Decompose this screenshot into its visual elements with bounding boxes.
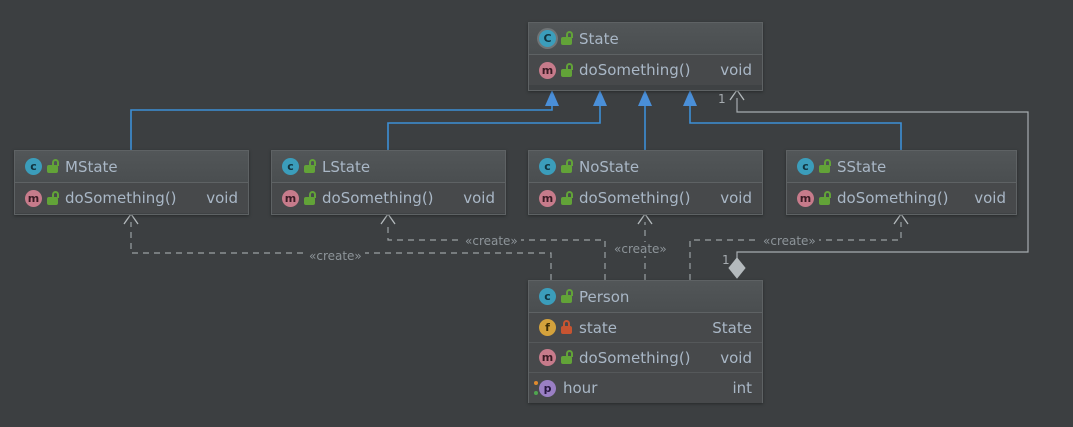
member-name: doSomething() <box>837 189 949 207</box>
unlock-icon <box>304 190 316 205</box>
lock-icon <box>561 320 572 334</box>
arrowhead-mstate <box>545 90 559 106</box>
unlock-icon <box>561 350 573 364</box>
uml-class-state[interactable]: C State m doSomething() void <box>528 22 763 91</box>
dependency-arrowheads <box>123 212 909 225</box>
class-icon: c <box>797 158 814 175</box>
unlock-icon <box>561 190 573 205</box>
aggregation-diamond <box>728 257 746 279</box>
member-name: doSomething() <box>322 189 434 207</box>
class-icon: c <box>25 158 42 175</box>
edge-mstate-state <box>130 96 553 150</box>
class-header-person[interactable]: c Person <box>529 281 762 313</box>
unlock-icon <box>561 62 573 77</box>
class-member-row[interactable]: m doSomething() void <box>529 55 762 85</box>
class-icon: c <box>282 158 299 175</box>
interface-icon: C <box>539 30 556 47</box>
multiplicity-label-state-end: 1 <box>718 92 726 106</box>
class-member-row[interactable]: m doSomething() void <box>529 343 762 373</box>
edge-label-create-lstate: «create» <box>462 234 521 248</box>
method-icon: m <box>25 189 42 207</box>
uml-class-mstate[interactable]: c MState m doSomething() void <box>14 150 249 215</box>
member-type: void <box>974 189 1006 207</box>
unlock-icon <box>819 190 831 205</box>
class-name: SState <box>837 157 887 176</box>
unlock-icon <box>47 159 59 173</box>
uml-class-sstate[interactable]: c SState m doSomething() void <box>786 150 1017 215</box>
edge-label-create-mstate: «create» <box>306 249 365 263</box>
class-name: State <box>579 29 619 48</box>
member-name: doSomething() <box>579 61 691 79</box>
arrowhead-create-mstate <box>123 212 139 225</box>
class-member-row[interactable]: m doSomething() void <box>787 183 1016 213</box>
unlock-icon <box>561 289 573 303</box>
multiplicity-label-person-end: 1 <box>722 253 730 267</box>
class-member-row[interactable]: m doSomething() void <box>272 183 505 213</box>
arrowhead-lstate <box>593 90 607 106</box>
dependency-edges <box>130 222 902 280</box>
edge-label-create-nostate: «create» <box>611 242 670 256</box>
member-name: state <box>579 318 617 337</box>
arrowhead-create-lstate <box>380 212 396 225</box>
class-name: LState <box>322 157 371 176</box>
uml-class-lstate[interactable]: c LState m doSomething() void <box>271 150 506 215</box>
class-member-row[interactable]: m doSomething() void <box>529 183 762 213</box>
arrowhead-sstate <box>683 90 697 106</box>
class-icon: c <box>539 158 556 175</box>
member-type: void <box>720 189 752 207</box>
member-type: void <box>463 189 495 207</box>
property-icon: p <box>539 379 556 397</box>
arrowhead-nostate <box>638 90 652 106</box>
inheritance-arrowheads <box>545 90 697 106</box>
unlock-icon <box>47 190 59 205</box>
member-name: doSomething() <box>579 189 691 207</box>
unlock-icon <box>561 31 573 45</box>
class-member-row[interactable]: f state State <box>529 313 762 343</box>
unlock-icon <box>819 159 831 173</box>
unlock-icon <box>561 159 573 173</box>
member-name: doSomething() <box>579 348 691 367</box>
member-name: doSomething() <box>65 189 177 207</box>
method-icon: m <box>539 61 556 79</box>
class-header-mstate[interactable]: c MState <box>15 151 248 183</box>
class-header-state[interactable]: C State <box>529 23 762 55</box>
member-name: hour <box>563 379 598 397</box>
class-member-row[interactable]: m doSomething() void <box>15 183 248 213</box>
class-header-lstate[interactable]: c LState <box>272 151 505 183</box>
arrowhead-create-sstate <box>893 212 909 225</box>
class-icon: c <box>539 288 556 305</box>
arrowhead-has-state <box>729 88 745 101</box>
method-icon: m <box>797 189 814 207</box>
member-type: int <box>732 379 752 397</box>
edge-lstate-state <box>387 96 601 150</box>
method-icon: m <box>539 189 556 207</box>
arrowhead-create-nostate <box>637 212 653 225</box>
edge-label-create-sstate: «create» <box>760 234 819 248</box>
edge-person-creates-lstate <box>387 222 606 280</box>
class-header-nostate[interactable]: c NoState <box>529 151 762 183</box>
class-name: NoState <box>579 157 640 176</box>
member-type: State <box>712 318 752 337</box>
class-header-sstate[interactable]: c SState <box>787 151 1016 183</box>
class-name: Person <box>579 287 630 306</box>
uml-class-nostate[interactable]: c NoState m doSomething() void <box>528 150 763 215</box>
unlock-icon <box>304 159 316 173</box>
field-icon: f <box>539 319 556 336</box>
class-name: MState <box>65 157 118 176</box>
member-type: void <box>720 348 752 367</box>
member-type: void <box>720 61 752 79</box>
member-type: void <box>206 189 238 207</box>
inheritance-edges <box>130 96 902 150</box>
method-icon: m <box>539 349 556 366</box>
edge-person-creates-sstate <box>689 222 902 280</box>
method-icon: m <box>282 189 299 207</box>
